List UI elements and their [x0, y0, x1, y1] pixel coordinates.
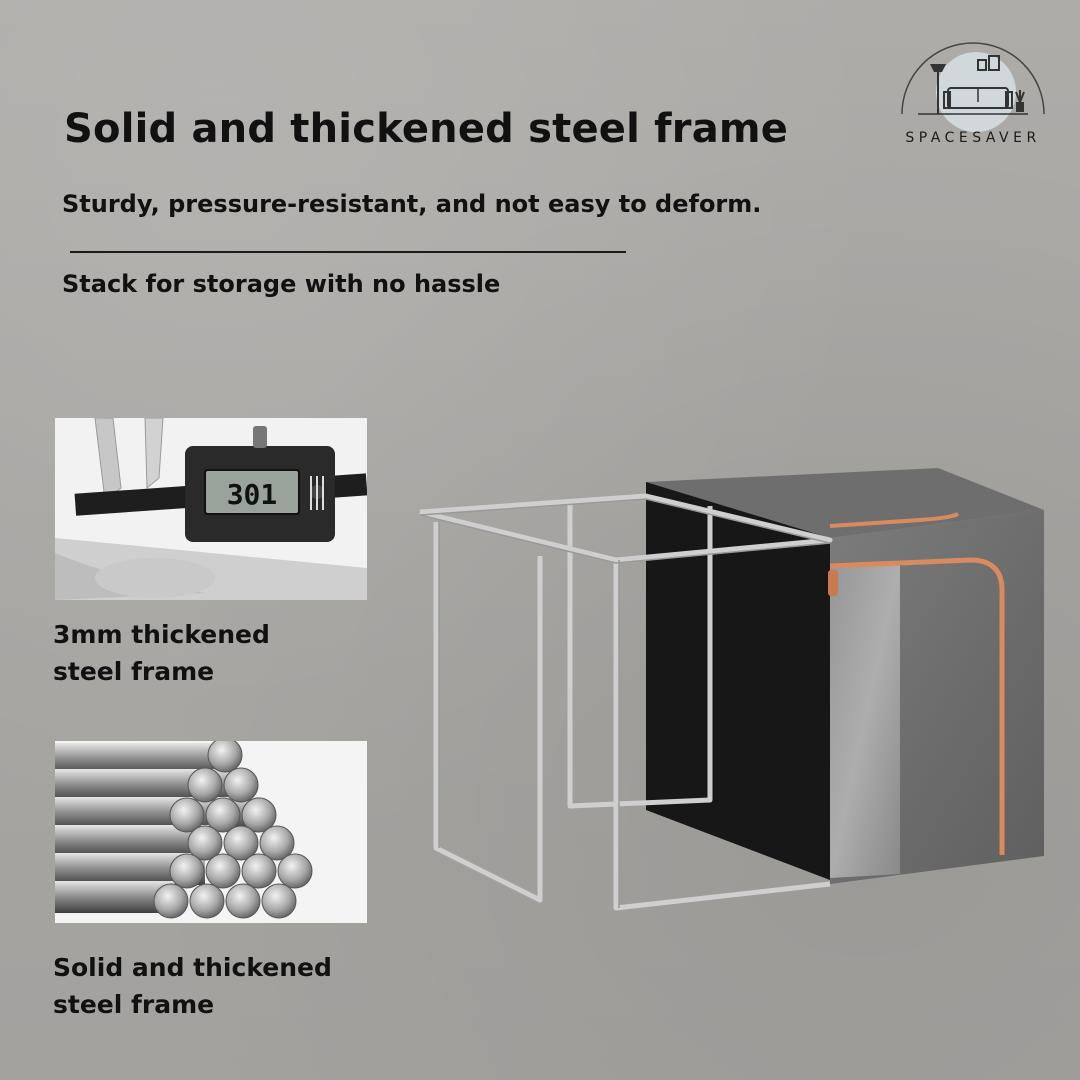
steel-rods-photo [55, 741, 367, 923]
caliper-readout: 301 [227, 478, 278, 511]
brand-name: SPACESAVER [905, 130, 1041, 146]
feature-caption-1: 3mm thickened steel frame [53, 616, 270, 690]
page-subtitle: Sturdy, pressure-resistant, and not easy… [62, 190, 762, 218]
feature-caption-line: Solid and thickened [53, 953, 332, 982]
tagline: Stack for storage with no hassle [62, 270, 501, 298]
page-title: Solid and thickened steel frame [64, 106, 789, 152]
feature-caption-line: steel frame [53, 990, 215, 1019]
feature-caption-line: 3mm thickened [53, 620, 270, 649]
brand-logo: SPACESAVER [888, 22, 1058, 162]
feature-caption-2: Solid and thickened steel frame [53, 949, 332, 1023]
caliper-photo: 301 [55, 418, 367, 600]
logo-emblem-icon [901, 42, 1045, 132]
feature-caption-line: steel frame [53, 657, 215, 686]
storage-box-with-steel-frame [410, 460, 1060, 920]
divider [70, 251, 626, 253]
